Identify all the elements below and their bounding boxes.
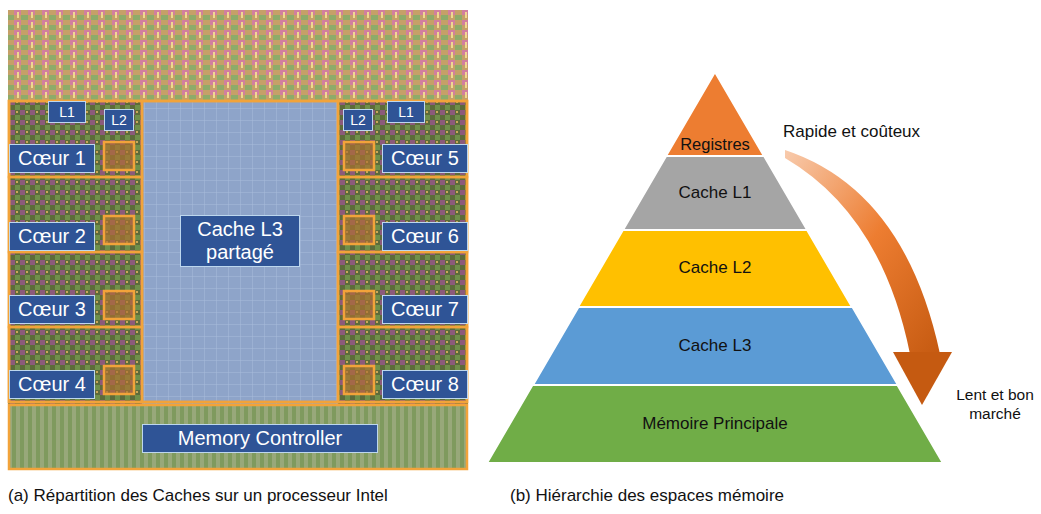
node-text: Cœur 8 <box>391 373 459 396</box>
drawing-part <box>338 327 467 402</box>
core-label: Cœur 3 <box>9 295 95 324</box>
drawing-part <box>338 101 467 177</box>
pyramid-band: Cache L2 <box>578 230 852 307</box>
core-blocks <box>104 142 374 394</box>
l3-area <box>142 100 338 404</box>
node-text: Mémoire Principale <box>642 414 788 434</box>
node-text: Cache L1 <box>679 183 752 203</box>
pyramid-band: Registres <box>666 72 764 156</box>
node-text: Cœur 2 <box>18 225 86 248</box>
uncore-area <box>8 10 468 102</box>
core-label: Cœur 1 <box>9 144 95 173</box>
node-text: Memory Controller <box>178 427 342 450</box>
drawing-part <box>104 291 134 319</box>
band-fill <box>533 307 898 385</box>
drawing-part <box>104 142 134 170</box>
node-text: Cœur 4 <box>18 373 86 396</box>
node-text: L2 <box>350 112 366 128</box>
drawing-part <box>344 216 374 244</box>
node-text: L1 <box>398 104 414 120</box>
drawing-part <box>344 291 374 319</box>
core-label: Cœur 5 <box>382 144 468 173</box>
band-text-holder: Registres <box>666 135 764 154</box>
drawing-part <box>338 177 467 252</box>
memory-controller-label: Memory Controller <box>142 424 378 453</box>
arrow-label: Rapide et coûteux <box>783 122 920 142</box>
node-text: Cœur 6 <box>391 225 459 248</box>
l1-label: L1 <box>387 101 425 123</box>
arrow-label: Lent et bon marché <box>952 386 1038 423</box>
drawing-part <box>104 216 134 244</box>
node-text: L1 <box>59 104 75 120</box>
drawing-part <box>9 101 142 177</box>
node-text: L2 <box>111 112 127 128</box>
drawing-part <box>9 177 142 252</box>
band-fill <box>487 385 943 463</box>
drawing-part <box>344 366 374 394</box>
drawing-part <box>344 142 374 170</box>
drawing-part <box>142 101 338 402</box>
node-text: Cœur 5 <box>391 147 459 170</box>
node-text: Cache L3 <box>679 336 752 356</box>
node-text: Cache L2 <box>679 258 752 278</box>
drawing-part <box>104 366 134 394</box>
drawing-part <box>104 142 134 170</box>
l3-label: Cache L3 partagé <box>180 215 300 267</box>
drawing-part <box>104 216 134 244</box>
l2-label: L2 <box>343 109 373 131</box>
node-text: Cœur 7 <box>391 298 459 321</box>
band-text-holder: Cache L3 <box>533 336 898 356</box>
band-text-holder: Mémoire Principale <box>487 414 943 434</box>
core-label: Cœur 6 <box>382 222 468 251</box>
drawing-part <box>338 252 467 327</box>
band-fill <box>578 230 852 307</box>
figure-caption: (a) Répartition des Caches sur un proces… <box>8 486 388 506</box>
die-photo <box>8 10 468 470</box>
pyramid-band: Cache L3 <box>533 307 898 385</box>
drawing-part <box>344 216 374 244</box>
memory-controller-area <box>8 404 468 470</box>
drawing-part <box>9 101 467 402</box>
band-fill <box>666 72 764 156</box>
region-outlines <box>9 101 467 469</box>
core-label: Cœur 8 <box>382 370 468 399</box>
drawing-part <box>344 142 374 170</box>
node-text: Cœur 3 <box>18 298 86 321</box>
drawing-part <box>344 366 374 394</box>
drawing-part <box>9 405 467 469</box>
figure-caption: (b) Hiérarchie des espaces mémoire <box>510 486 784 506</box>
node-text: Cache L3 partagé <box>187 218 293 264</box>
pyramid-band: Mémoire Principale <box>487 385 943 463</box>
drawing-part <box>9 327 142 402</box>
band-text-holder: Cache L2 <box>578 258 852 278</box>
core-column <box>8 100 142 404</box>
drawing-part <box>104 291 134 319</box>
band-text-holder: Cache L1 <box>623 183 807 203</box>
core-column <box>338 100 468 404</box>
band-fill <box>623 156 807 230</box>
l1-label: L1 <box>48 101 86 123</box>
drawing-part <box>344 291 374 319</box>
node-text: Registres <box>680 135 750 154</box>
node-text: Cœur 1 <box>18 147 86 170</box>
core-label: Cœur 4 <box>9 370 95 399</box>
l2-label: L2 <box>104 109 134 131</box>
drawing-part <box>9 252 142 327</box>
drawing-part <box>104 366 134 394</box>
die-background <box>8 10 468 470</box>
core-label: Cœur 7 <box>382 295 468 324</box>
core-label: Cœur 2 <box>9 222 95 251</box>
pyramid-band: Cache L1 <box>623 156 807 230</box>
